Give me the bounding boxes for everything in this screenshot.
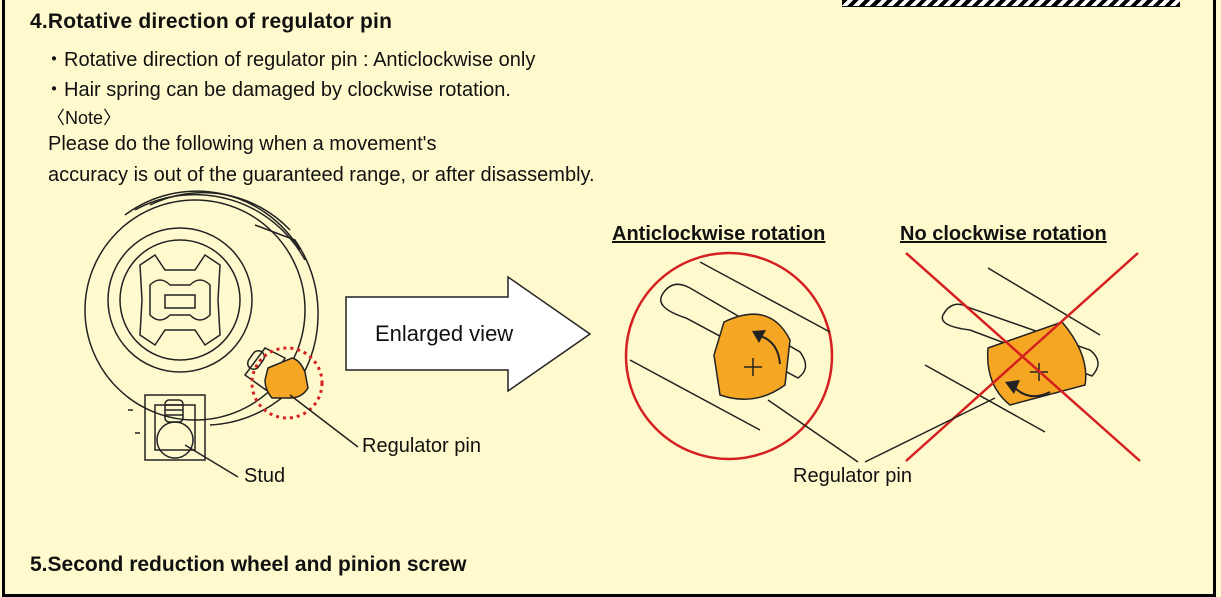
enlarged-view-label: Enlarged view [375, 321, 514, 346]
note-label: 〈Note〉 [47, 108, 122, 128]
regulator-pin-label: Regulator pin [362, 435, 481, 457]
red-cross-line-2 [905, 252, 1139, 462]
section-4-title: 4.Rotative direction of regulator pin [30, 10, 393, 33]
section-5-title: 5.Second reduction wheel and pinion scre… [30, 553, 467, 576]
note-line-1: Please do the following when a movement'… [48, 133, 437, 155]
no-clockwise-heading: No clockwise rotation [900, 223, 1107, 245]
anticlockwise-red-circle [624, 251, 834, 461]
anticlockwise-heading: Anticlockwise rotation [612, 223, 826, 245]
bullet-hair-spring: ・Hair spring can be damaged by clockwise… [44, 79, 511, 101]
figure-illustration [84, 190, 1141, 478]
regulator-pin-shape [264, 357, 309, 399]
stud-label: Stud [244, 465, 286, 487]
regulator-pin-enlarged [713, 313, 791, 400]
enlarge-marker-circle [250, 346, 324, 420]
note-line-2: accuracy is out of the guaranteed range,… [48, 164, 595, 186]
bullet-rotative-direction: ・Rotative direction of regulator pin : A… [44, 49, 536, 71]
balance-wheel-drawing [84, 190, 319, 461]
regulator-pin-label-enlarged: Regulator pin [793, 465, 912, 487]
hatched-tab [842, 0, 1180, 7]
enlarged-view-arrow [345, 275, 592, 393]
regulator-pin-rotated [986, 321, 1087, 406]
